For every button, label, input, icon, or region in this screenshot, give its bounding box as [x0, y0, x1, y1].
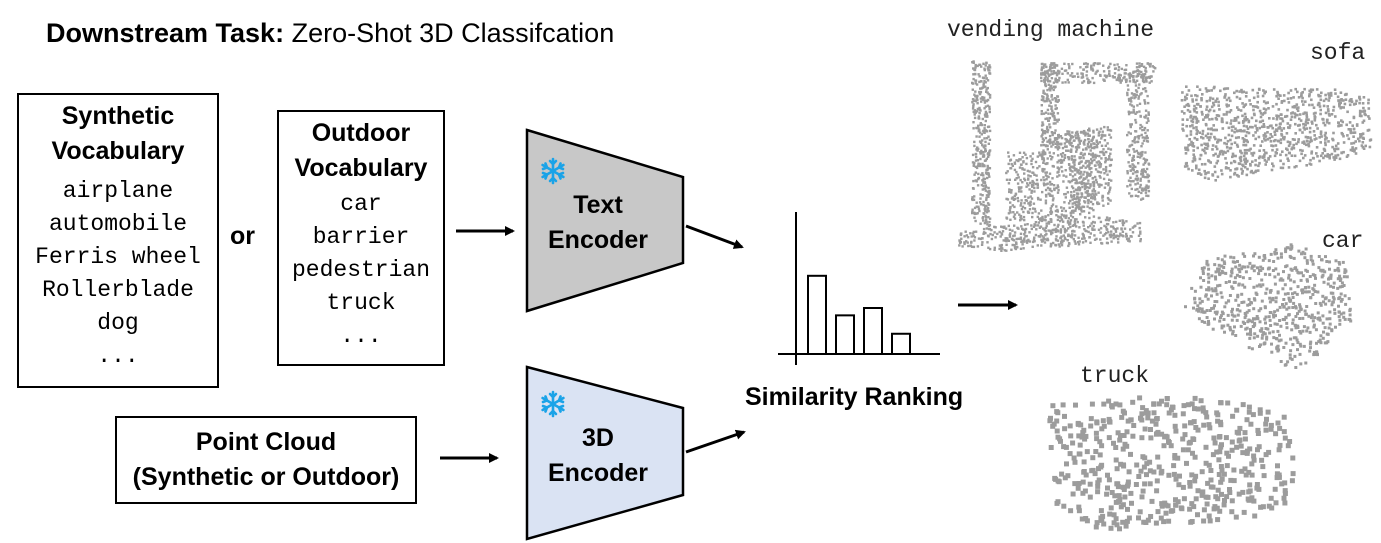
- text-encoder-label-line-2: Encoder: [548, 226, 649, 254]
- ranking-bar: [807, 274, 827, 355]
- text-encoder-label-line-1: Text: [573, 191, 623, 219]
- vending-machine-point-cloud: [958, 60, 1157, 252]
- synthetic-vocab-word: Rollerblade: [42, 277, 194, 303]
- text-encoder-shape: [525, 128, 685, 313]
- synthetic-vocab-heading-2: Vocabulary: [51, 137, 185, 165]
- text-encoder-label: Text Encoder: [548, 188, 648, 258]
- point-cloud-line-2: (Synthetic or Outdoor): [132, 463, 400, 491]
- synthetic-vocab-word: airplane: [62, 178, 174, 204]
- outdoor-vocab-word: truck: [326, 290, 396, 316]
- similarity-ranking-label: Similarity Ranking: [745, 383, 964, 411]
- outdoor-vocab-word: pedestrian: [291, 257, 431, 283]
- synthetic-vocab-word: Ferris wheel: [35, 244, 201, 270]
- arrow-text-encoder-to-ranking: [685, 224, 744, 249]
- outdoor-vocabulary-box: Outdoor Vocabulary car barrier pedestria…: [277, 110, 445, 366]
- car-point-cloud: [1184, 243, 1353, 369]
- 3d-encoder-label: 3D Encoder: [548, 421, 648, 491]
- car-label: car: [1322, 228, 1364, 254]
- outdoor-vocab-word: barrier: [312, 224, 410, 250]
- ranking-bar: [835, 314, 855, 355]
- outdoor-vocab-word: car: [340, 191, 382, 217]
- or-label: or: [230, 222, 255, 250]
- 3d-encoder-shape: [525, 365, 685, 541]
- truck-point-cloud: [1047, 395, 1296, 532]
- sofa-point-cloud: [1180, 85, 1373, 182]
- title-bold: Downstream Task:: [46, 18, 285, 48]
- 3d-encoder-label-line-1: 3D: [582, 424, 614, 452]
- 3d-encoder-label-line-2: Encoder: [548, 459, 649, 487]
- page-title: Downstream Task: Zero-Shot 3D Classifcat…: [46, 18, 614, 49]
- outdoor-vocab-ellipsis: ...: [340, 323, 382, 349]
- arrow-3d-encoder-to-ranking: [685, 429, 746, 454]
- ranking-bar: [863, 307, 883, 355]
- truck-label: truck: [1080, 363, 1150, 389]
- synthetic-vocab-heading-1: Synthetic: [61, 102, 175, 130]
- synthetic-vocab-word: dog: [97, 310, 139, 336]
- outdoor-vocab-heading-1: Outdoor: [311, 119, 411, 147]
- similarity-ranking-chart: [778, 212, 940, 365]
- title-rest: Zero-Shot 3D Classifcation: [284, 18, 615, 48]
- point-cloud-box: Point Cloud (Synthetic or Outdoor): [115, 416, 417, 504]
- point-cloud-line-1: Point Cloud: [195, 428, 337, 456]
- synthetic-vocab-ellipsis: ...: [97, 343, 139, 369]
- sofa-label: sofa: [1310, 40, 1366, 66]
- vending-machine-label: vending machine: [947, 17, 1155, 43]
- synthetic-vocab-word: automobile: [48, 211, 188, 237]
- ranking-bar: [891, 332, 911, 356]
- synthetic-vocabulary-box: Synthetic Vocabulary airplane automobile…: [17, 93, 219, 388]
- outdoor-vocab-heading-2: Vocabulary: [294, 154, 428, 182]
